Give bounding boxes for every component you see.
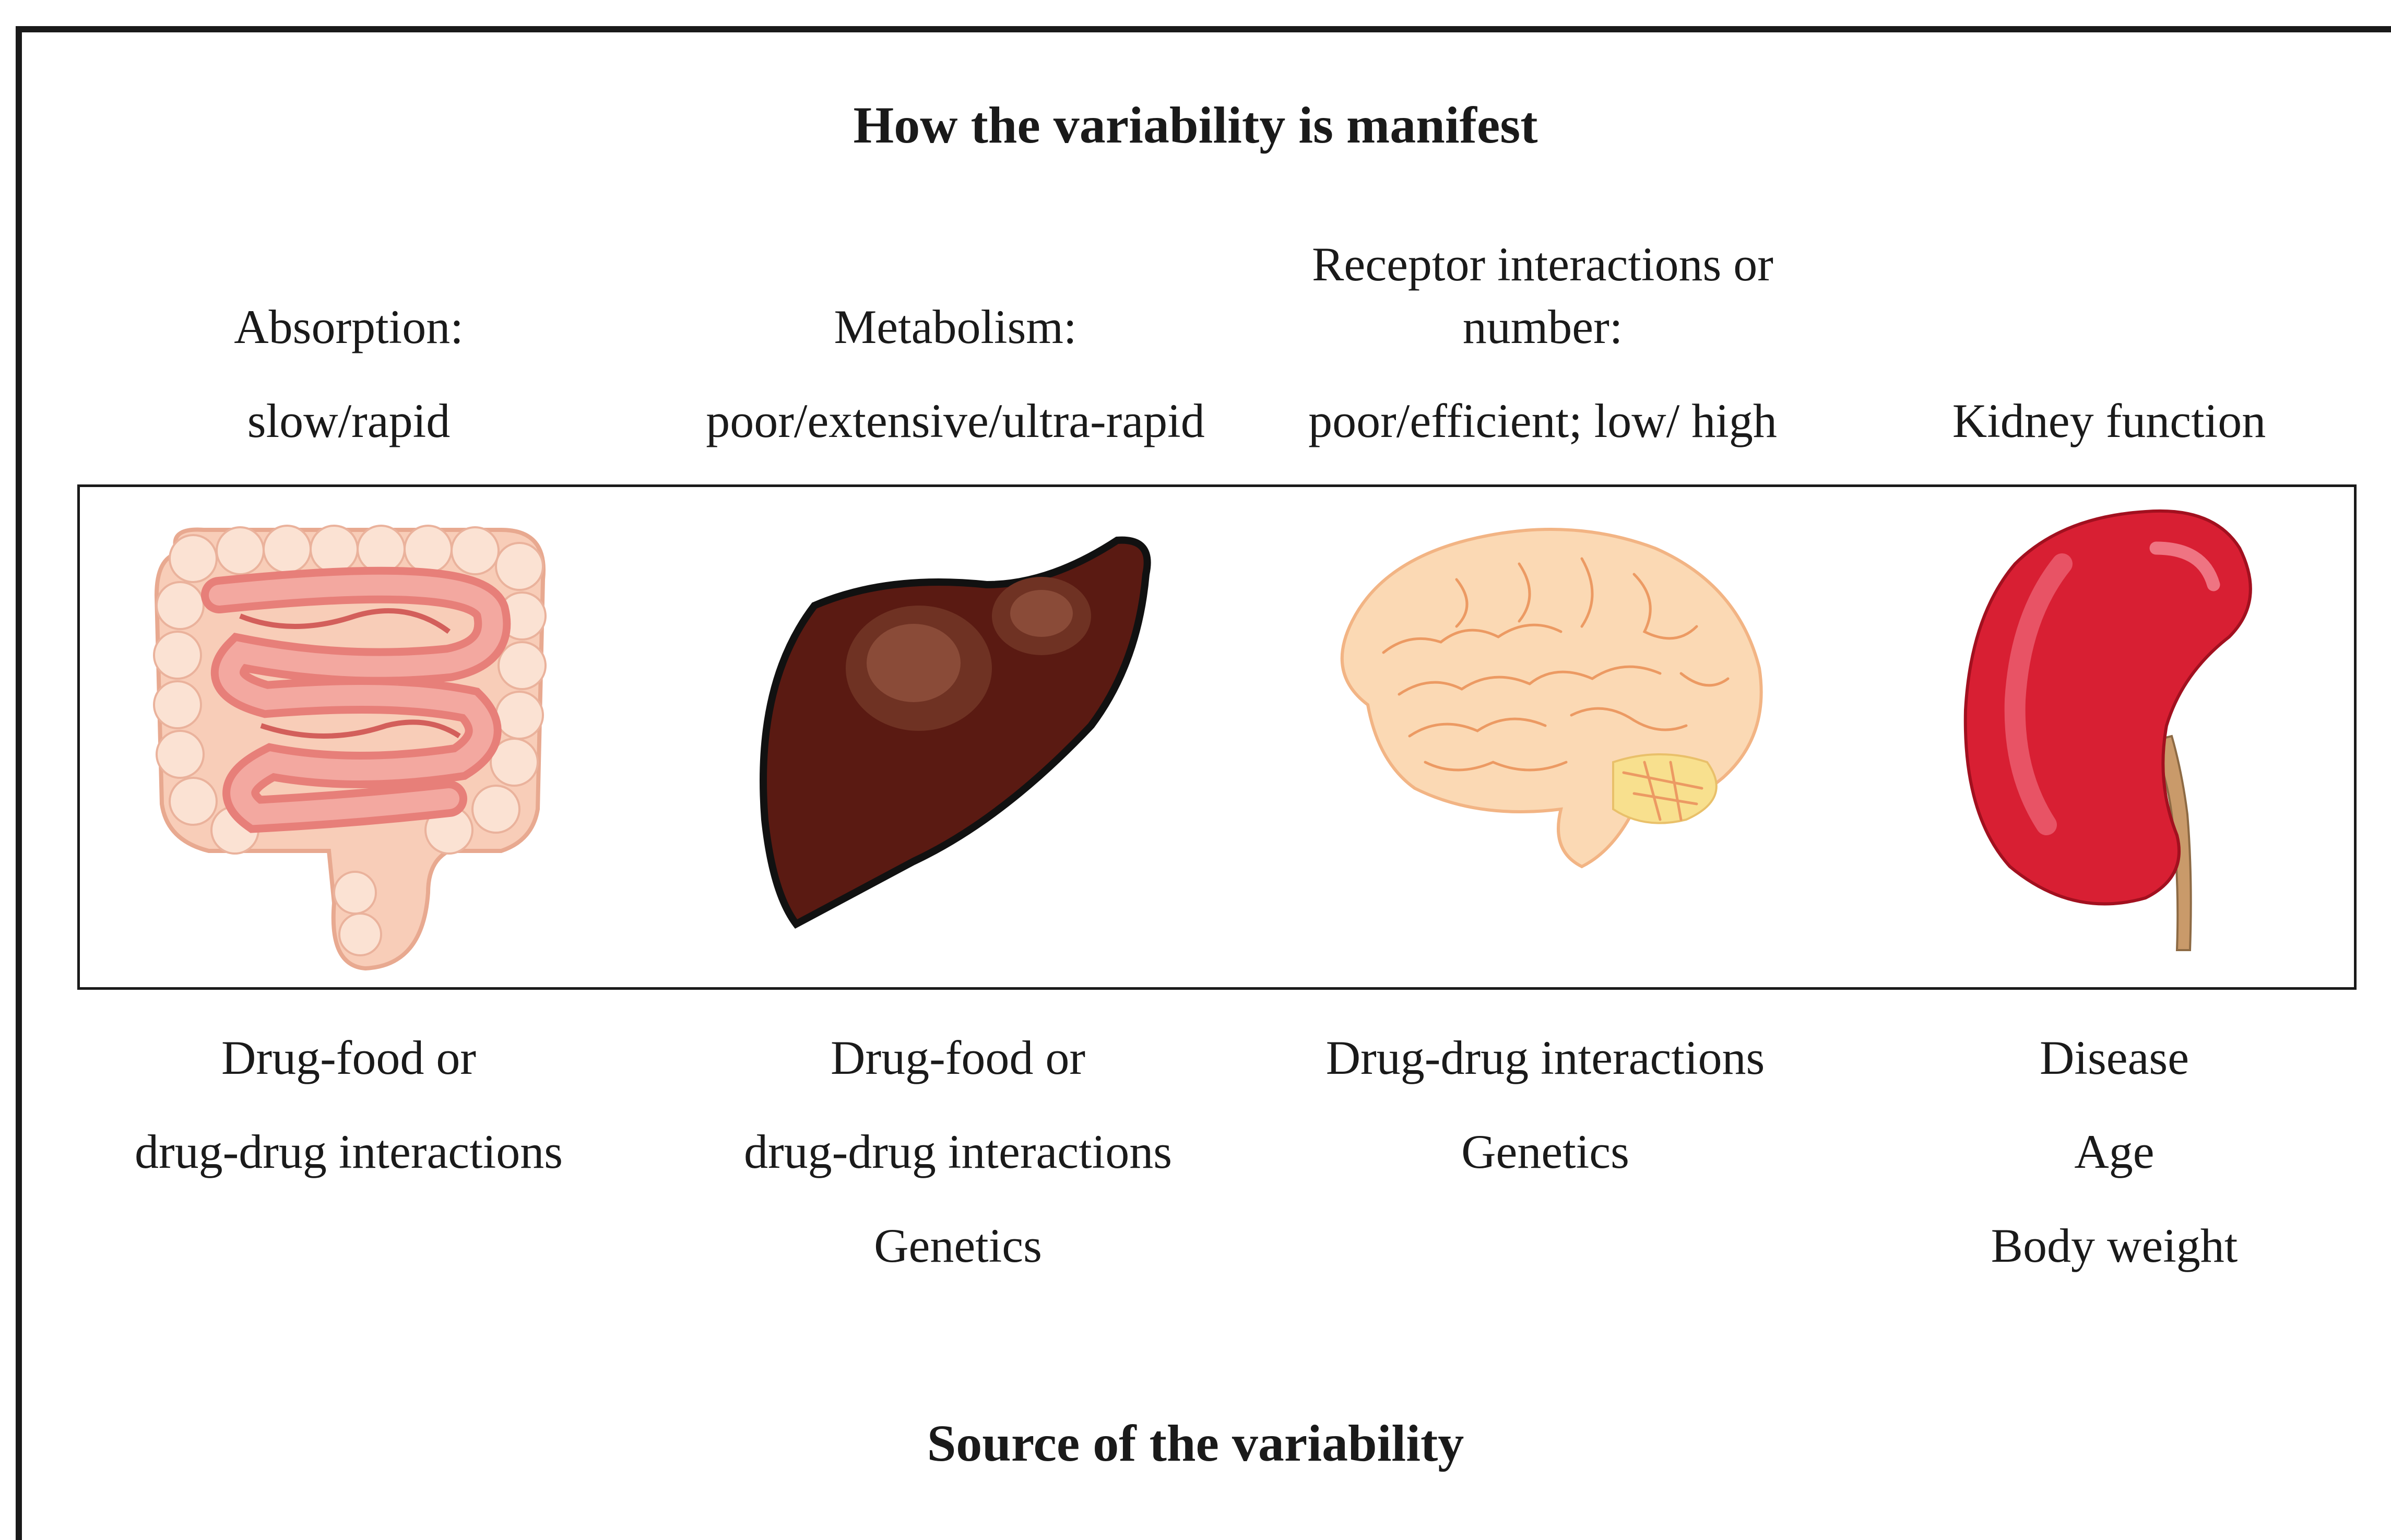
source-line: Age	[1832, 1128, 2391, 1176]
manifest-line: number:	[1261, 303, 1825, 351]
source-line: Genetics	[676, 1222, 1240, 1270]
manifest-line: Metabolism:	[673, 303, 1237, 351]
manifest-kidney: Kidney function	[1827, 397, 2391, 459]
sources-kidney: Disease Age Body weight	[1832, 1034, 2391, 1253]
manifest-line: Kidney function	[1827, 397, 2391, 445]
sources-absorption: Drug-food or drug-drug interactions	[67, 1034, 631, 1159]
sources-receptor: Drug-drug interactions Genetics	[1263, 1034, 1827, 1159]
source-line: Genetics	[1263, 1128, 1827, 1176]
source-line: Drug-food or	[676, 1034, 1240, 1082]
source-line: drug-drug interactions	[676, 1128, 1240, 1176]
manifest-line: slow/rapid	[67, 397, 631, 445]
manifest-line: poor/extensive/ultra-rapid	[673, 397, 1237, 445]
manifest-receptor: Receptor interactions or number: poor/ef…	[1261, 240, 1825, 459]
bottom-title: Source of the variability	[0, 1417, 2391, 1470]
source-line: Body weight	[1832, 1222, 2391, 1270]
source-line: Drug-drug interactions	[1263, 1034, 1827, 1082]
liver-icon	[757, 527, 1169, 929]
manifest-line: poor/efficient; low/ high	[1261, 397, 1825, 445]
source-line: Disease	[1832, 1034, 2391, 1082]
brain-icon	[1321, 517, 1775, 872]
sources-metabolism: Drug-food or drug-drug interactions Gene…	[676, 1034, 1240, 1253]
source-line: Drug-food or	[67, 1034, 631, 1082]
kidney-icon	[1958, 501, 2260, 961]
manifest-line: Receptor interactions or	[1261, 240, 1825, 288]
intestine-icon	[136, 517, 564, 976]
source-line: drug-drug interactions	[67, 1128, 631, 1176]
manifest-absorption: Absorption: slow/rapid	[67, 303, 631, 459]
manifest-metabolism: Metabolism: poor/extensive/ultra-rapid	[673, 303, 1237, 459]
top-title: How the variability is manifest	[0, 99, 2391, 151]
manifest-line: Absorption:	[67, 303, 631, 351]
